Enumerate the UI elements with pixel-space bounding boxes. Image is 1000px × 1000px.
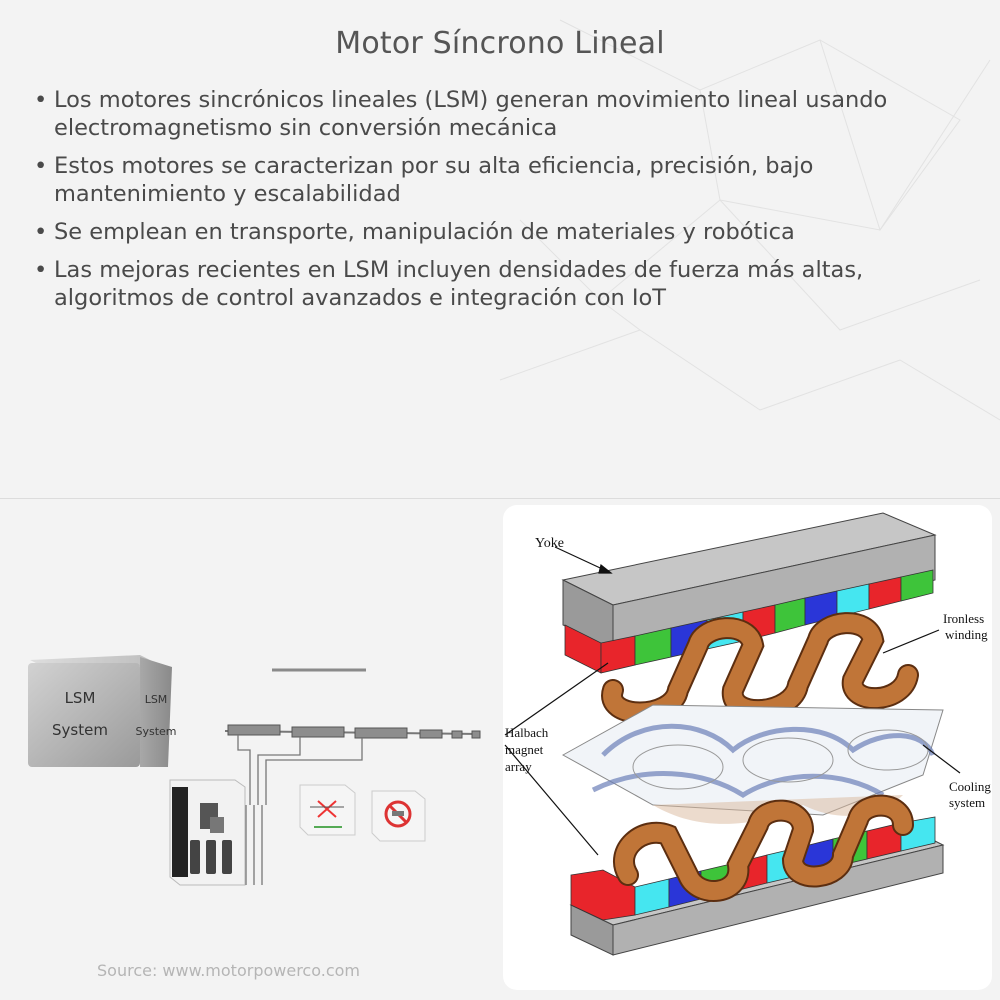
- page-title: Motor Síncrono Lineal: [335, 26, 665, 61]
- source-caption: Source: www.motorpowerco.com: [97, 961, 360, 980]
- cube-front-label-2: System: [52, 721, 108, 739]
- lsm-system-cube: LSM System LSM System: [28, 655, 177, 767]
- label-halbach-2: magnet: [505, 742, 544, 757]
- cube-side-label-2: System: [135, 725, 176, 738]
- lsm-structure-diagram: Yoke Ironless winding Halbach magnet arr…: [503, 505, 992, 990]
- cables: [237, 735, 363, 885]
- controller-cabinet: [169, 779, 246, 886]
- no-maintenance-icon: [371, 790, 426, 842]
- leader-lines: [504, 546, 961, 856]
- label-ironless-1: Ironless: [943, 611, 984, 626]
- yoke: [561, 512, 937, 651]
- label-ironless-2: winding: [945, 627, 988, 642]
- label-halbach-1: Halbach: [505, 725, 549, 740]
- label-yoke: Yoke: [535, 536, 564, 551]
- bullet-item: Estos motores se caracterizan por su alt…: [32, 152, 972, 208]
- label-cooling-1: Cooling: [949, 779, 991, 794]
- track-modules: [224, 724, 481, 739]
- cube-side-label-1: LSM: [145, 693, 168, 706]
- lsm-system-illustration: LSM System LSM System: [10, 505, 490, 990]
- no-conversion-icon: [299, 784, 356, 836]
- bullet-item: Los motores sincrónicos lineales (LSM) g…: [32, 86, 972, 142]
- bullet-item: Se emplean en transporte, manipulación d…: [32, 218, 972, 246]
- section-divider: [0, 498, 1000, 499]
- bullet-item: Las mejoras recientes en LSM incluyen de…: [32, 256, 972, 312]
- cube-front-label-1: LSM: [65, 689, 96, 707]
- label-halbach-3: array: [505, 759, 532, 774]
- label-cooling-2: system: [949, 795, 985, 810]
- bullet-list: Los motores sincrónicos lineales (LSM) g…: [32, 86, 972, 322]
